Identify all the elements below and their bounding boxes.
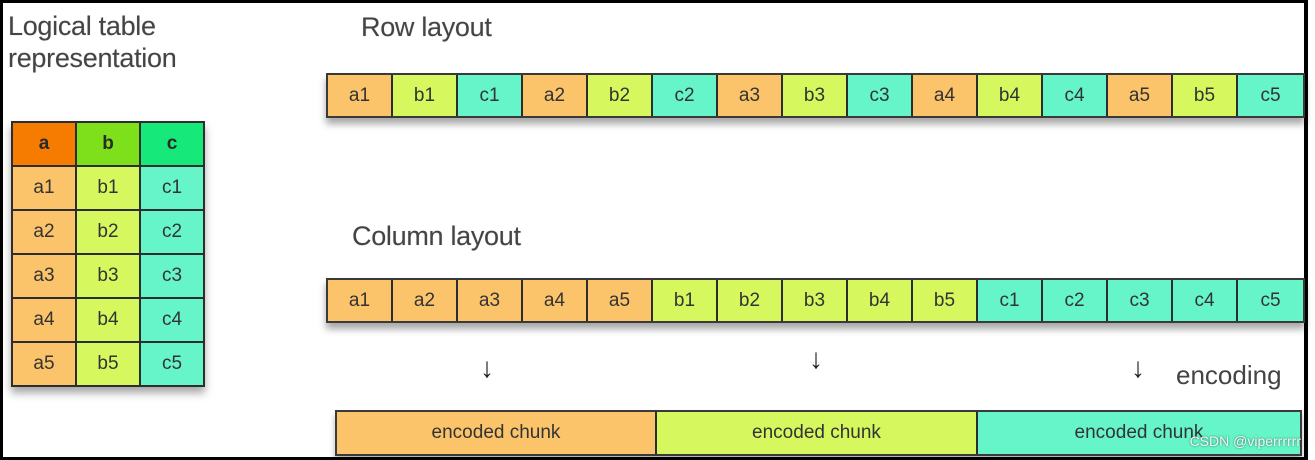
table-cell: a4 [11, 297, 77, 343]
layout-cell: b1 [393, 75, 458, 116]
layout-cell: c1 [978, 280, 1043, 321]
layout-cell: a5 [1108, 75, 1173, 116]
layout-cell: b2 [718, 280, 783, 321]
table-row: a4 b4 c4 [11, 297, 205, 343]
layout-cell: a2 [523, 75, 588, 116]
layout-cell: c3 [1108, 280, 1173, 321]
table-cell: c3 [139, 253, 205, 299]
layout-cell: a4 [913, 75, 978, 116]
table-row: a1 b1 c1 [11, 165, 205, 211]
down-arrow-icon: ↓ [809, 343, 823, 374]
table-row: a5 b5 c5 [11, 341, 205, 387]
encoded-chunk-b: encoded chunk [657, 412, 978, 454]
down-arrow-icon: ↓ [1131, 352, 1145, 383]
column-layout-title: Column layout [352, 221, 521, 251]
layout-cell: b5 [1173, 75, 1238, 116]
encoded-chunk-a: encoded chunk [337, 412, 657, 454]
table-cell: a5 [11, 341, 77, 387]
layout-cell: b3 [783, 75, 848, 116]
table-cell: b1 [75, 165, 141, 211]
header-b: b [75, 121, 141, 167]
table-cell: b2 [75, 209, 141, 255]
layout-cell: b4 [848, 280, 913, 321]
layout-cell: c5 [1238, 280, 1303, 321]
table-cell: c2 [139, 209, 205, 255]
table-cell: a1 [11, 165, 77, 211]
table-row: a2 b2 c2 [11, 209, 205, 255]
layout-cell: c5 [1238, 75, 1303, 116]
layout-cell: a3 [718, 75, 783, 116]
layout-cell: a2 [393, 280, 458, 321]
layout-cell: b2 [588, 75, 653, 116]
layout-cell: a1 [328, 280, 393, 321]
layout-cell: c2 [653, 75, 718, 116]
layout-cell: b3 [783, 280, 848, 321]
layout-cell: a5 [588, 280, 653, 321]
layout-cell: b5 [913, 280, 978, 321]
table-cell: c4 [139, 297, 205, 343]
logical-table-title: Logical table representation [8, 11, 177, 73]
encoded-chunk-c: encoded chunk [978, 412, 1300, 454]
layout-cell: a4 [523, 280, 588, 321]
layout-cell: c2 [1043, 280, 1108, 321]
header-c: c [139, 121, 205, 167]
table-cell: b5 [75, 341, 141, 387]
down-arrow-icon: ↓ [480, 352, 494, 383]
layout-cell: b4 [978, 75, 1043, 116]
watermark: CSDN @viperrrrrr [1189, 433, 1301, 449]
table-cell: a2 [11, 209, 77, 255]
layout-cell: c1 [458, 75, 523, 116]
logical-table: a b c a1 b1 c1 a2 b2 c2 a3 b3 c3 a4 b4 c… [11, 121, 205, 387]
layout-cell: a1 [328, 75, 393, 116]
layout-cell: c4 [1043, 75, 1108, 116]
header-a: a [11, 121, 77, 167]
table-cell: a3 [11, 253, 77, 299]
layout-cell: c3 [848, 75, 913, 116]
row-layout-title: Row layout [361, 12, 492, 42]
table-row: a3 b3 c3 [11, 253, 205, 299]
encoded-chunks-strip: encoded chunk encoded chunk encoded chun… [335, 410, 1302, 456]
layout-cell: a3 [458, 280, 523, 321]
encoding-label: encoding [1176, 360, 1282, 390]
table-cell: c5 [139, 341, 205, 387]
table-cell: c1 [139, 165, 205, 211]
layout-cell: b1 [653, 280, 718, 321]
table-header-row: a b c [11, 121, 205, 167]
table-cell: b3 [75, 253, 141, 299]
table-cell: b4 [75, 297, 141, 343]
layout-cell: c4 [1173, 280, 1238, 321]
